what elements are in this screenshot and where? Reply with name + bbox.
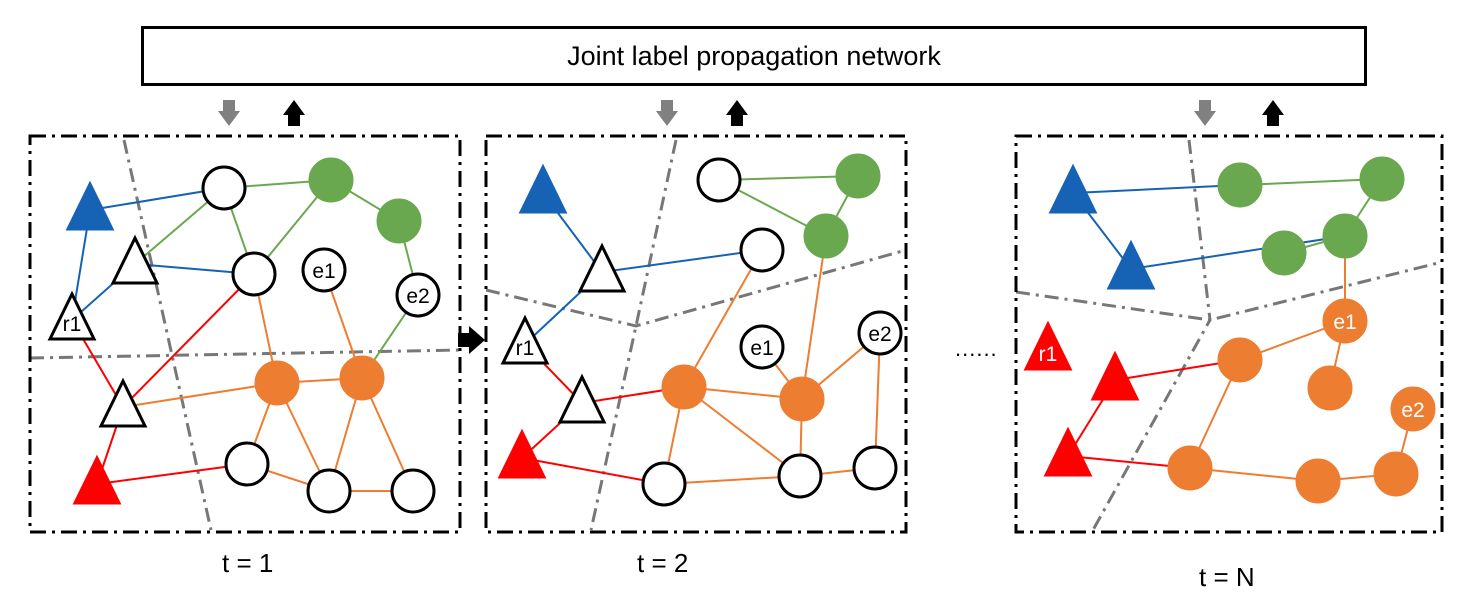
panel-2-unlabeled-entity-triangle [557,373,607,424]
panel-1-green-entity-circle [308,157,354,203]
panel-3-up-arrow [1262,100,1284,126]
panel-2-edge-I-L [683,249,763,388]
panel-2-unlabeled-entity-circle [739,227,785,273]
panel-3-orange-entity-circle [1307,365,1353,411]
time-label-tN: t = N [1199,562,1255,592]
panel-3-orange-entity-circle [1167,445,1213,491]
panel-1-boundary-2 [30,348,460,360]
panel-2-green-entity-circle [835,153,881,199]
panel-2-unlabeled-entity-circle [739,324,785,370]
panel-2-edge-F-G [718,175,859,181]
panel-3-node-label-e2: e2 [1401,399,1424,422]
panel-1-unlabeled-entity-circle [231,251,277,297]
panel-1-unlabeled-entity-circle [395,272,441,318]
panel-2-orange-entity-circle [779,376,825,422]
panel-1-node-label-r1: r1 [63,313,82,336]
panel-1-up-arrow [283,100,305,126]
panel-1-boundary-1 [122,139,213,531]
panel-1-node-label-e1: e1 [312,260,335,283]
panel-2-edge-N-O [663,475,801,485]
panel-1-unlabeled-entity-circle [390,468,436,514]
panel-3-orange-entity-circle [1295,458,1341,504]
panel-3-down-arrow [1194,100,1216,126]
panel-3-green-entity-circle [1322,213,1368,259]
panel-2-unlabeled-entity-circle [777,453,823,499]
panel-3-node-label-e1: e1 [1333,311,1356,334]
panel-3-red-entity-triangle [1023,320,1073,371]
panel-3-orange-entity-circle [1322,298,1368,344]
panel-1-edge-D-I [122,273,255,408]
panel-2-boundary-1 [589,139,678,531]
panel-1-unlabeled-entity-circle [301,247,347,293]
panel-2-edge-K-P [874,332,881,469]
panel-1-node-label-e2: e2 [406,285,429,308]
panel-1-unlabeled-entity-circle [224,441,270,487]
panel-3-blue-entity-triangle [1048,163,1098,214]
panel-1-orange-entity-circle [339,355,385,401]
panel-1-orange-entity-circle [254,360,300,406]
panel-3-region-boundaries [1016,139,1442,531]
panel-2-unlabeled-entity-circle [852,445,898,491]
panel-2-unlabeled-entity-triangle [500,314,550,365]
time-label-t1: t = 1 [222,548,274,578]
panel-2-node-label-e1: e1 [750,337,773,360]
panel-2-node-label-e2: e2 [868,323,891,346]
ellipsis: ...... [955,336,998,361]
panel-3-green-entity-circle [1359,156,1405,202]
panel-3-orange-entity-circle [1217,337,1263,383]
panel-1-green-entity-circle [376,198,422,244]
panel-1-unlabeled-entity-triangle [98,377,148,428]
panel-3-orange-entity-circle [1373,451,1419,497]
panel-2-up-arrow [726,100,748,126]
step-right-arrow [458,326,485,354]
panel-2-unlabeled-entity-circle [857,310,903,356]
panel-1-unlabeled-entity-circle [201,165,247,211]
panel-2-unlabeled-entity-circle [696,157,742,203]
panel-2-red-entity-triangle [497,428,547,479]
panel-3-red-entity-triangle [1090,350,1140,401]
panel-3-edge-A-F [1072,184,1241,194]
panel-1-unlabeled-entity-circle [306,468,352,514]
panel-2-node-label-r1: r1 [516,337,535,360]
panel-1-blue-entity-triangle [65,180,115,231]
panel-2-green-entity-circle [803,213,849,259]
panel-3-green-entity-circle [1261,230,1307,276]
panel-2-edge-L-O [683,386,801,477]
panel-3-edge-F-G [1239,178,1383,186]
panel-3-blue-entity-triangle [1106,239,1156,290]
panel-3-boundary-2 [1016,260,1442,322]
panel-2-unlabeled-entity-triangle [577,242,627,293]
joint-label-propagation-network-box: Joint label propagation network [141,26,1367,86]
panel-2-edge-E-N [521,457,665,485]
panel-3-frame [1014,134,1444,534]
panel-2-frame [484,134,908,534]
panel-2-region-boundaries [486,139,906,531]
panel-3-orange-entity-circle [1390,386,1436,432]
panel-2-edge-B-I [601,249,763,273]
network-title: Joint label propagation network [567,40,941,71]
panel-2-orange-entity-circle [661,364,707,410]
panel-1-edge-A-F [89,187,225,211]
panel-1-red-entity-triangle [72,454,122,505]
panel-1-down-arrow [218,100,240,126]
panel-2-unlabeled-entity-circle [641,461,687,507]
panel-1-unlabeled-entity-triangle [110,234,160,285]
panel-2-down-arrow [656,100,678,126]
panel-3-node-label-r1: r1 [1039,343,1058,366]
panel-1-unlabeled-entity-triangle [47,290,97,341]
panel-1-region-boundaries [30,139,460,531]
panel-3-green-entity-circle [1217,162,1263,208]
panel-3-red-entity-triangle [1043,426,1093,477]
panel-1-edge-E-N [96,463,248,485]
panel-2-edge-H-M [801,235,827,400]
panel-2-boundary-2 [486,248,906,328]
panel-1-edge-D-L [122,382,278,408]
panel-2-blue-entity-triangle [518,163,568,214]
time-label-t2: t = 2 [637,548,689,578]
panel-3-edge-B-H [1130,235,1346,270]
